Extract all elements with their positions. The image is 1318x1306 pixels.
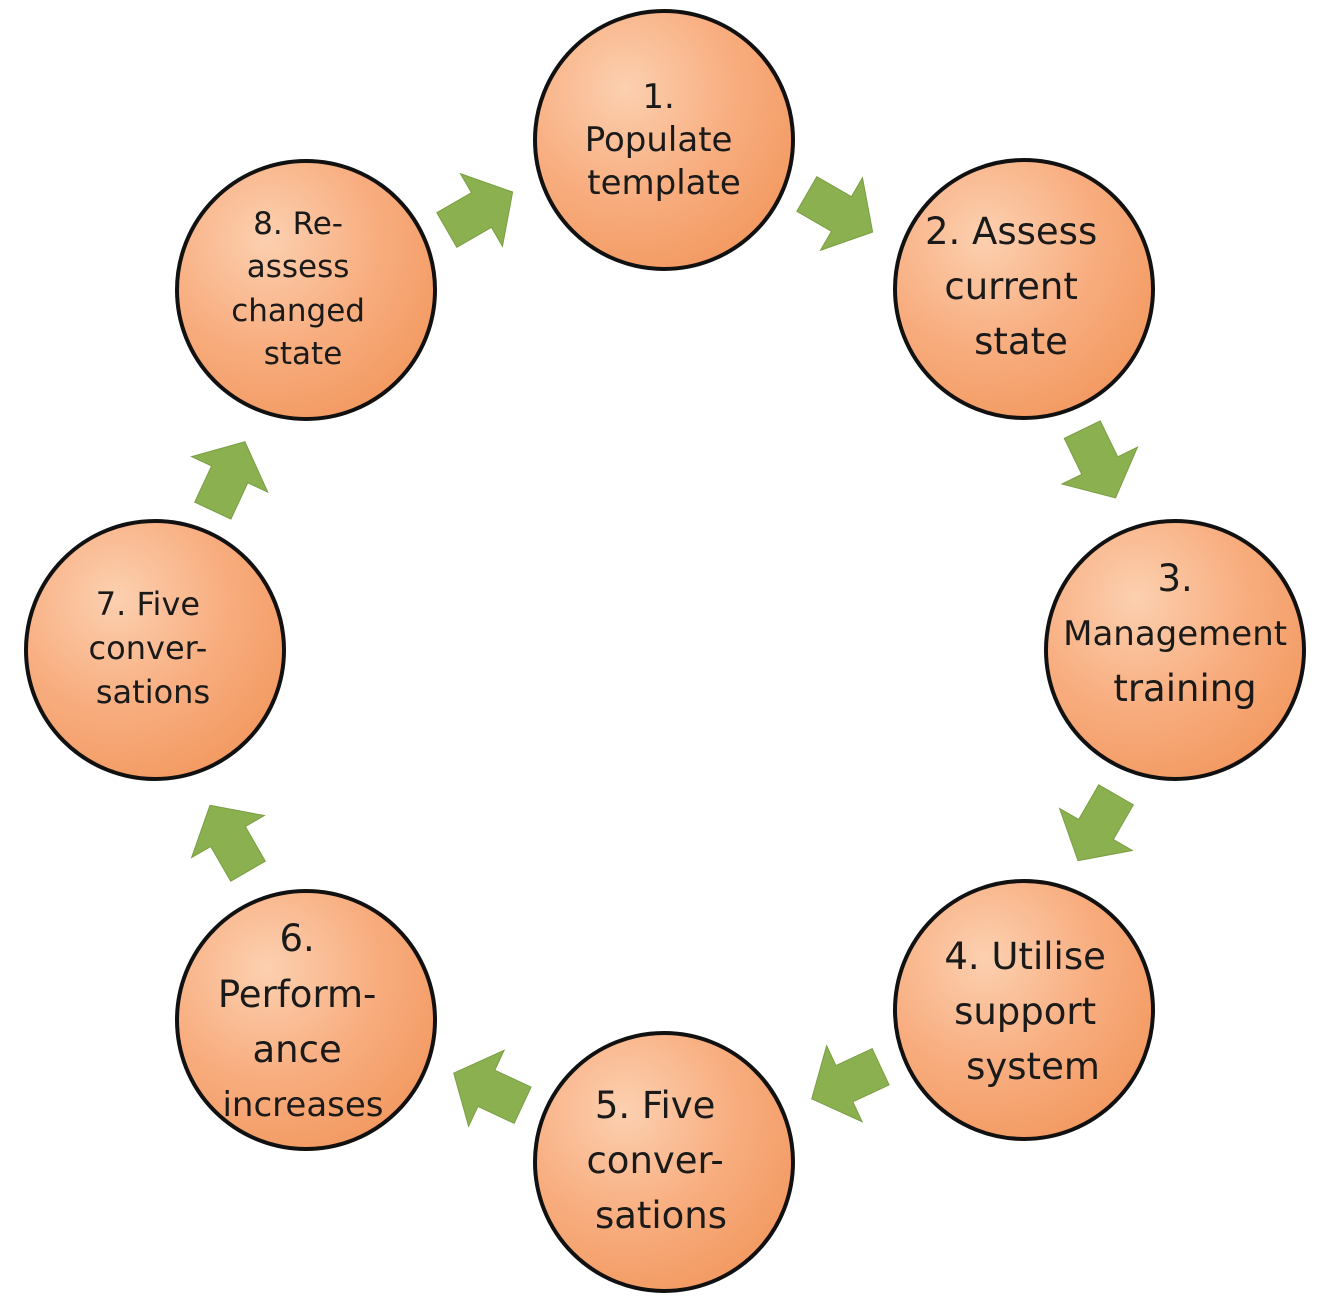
step-node-4: 4. Utilise support system	[893, 879, 1155, 1141]
step-3-line-1: 3.	[1157, 557, 1192, 600]
step-5-line-1: 5. Five	[595, 1084, 716, 1127]
step-2-line-1: 2. Assess	[925, 210, 1097, 253]
step-8-line-4: state	[264, 336, 343, 372]
step-1-line-2: Populate	[585, 120, 733, 160]
step-2-label: 2. Assess current state	[925, 210, 1109, 363]
step-8-circle	[175, 159, 437, 421]
step-7-label: 7. Five conver- sations	[89, 585, 218, 711]
arrow-step-5-to-6	[453, 1049, 532, 1128]
step-4-line-3: system	[966, 1045, 1100, 1088]
step-3-line-3: training	[1113, 667, 1256, 710]
step-8-line-3: changed	[231, 293, 365, 329]
step-node-2: 2. Assess current state	[893, 158, 1155, 420]
step-7-line-1: 7. Five	[96, 585, 200, 623]
step-6-line-4: increases	[222, 1085, 383, 1125]
step-6-circle	[175, 889, 437, 1151]
step-node-5: 5. Five conver- sations	[533, 1031, 795, 1293]
step-2-line-3: state	[974, 320, 1068, 363]
step-2-line-2: current	[944, 265, 1077, 308]
step-3-circle	[1044, 519, 1306, 781]
step-7-circle	[24, 519, 286, 781]
arrow-step-8-to-1	[436, 172, 514, 249]
step-node-8: 8. Re- assess changed state	[175, 159, 437, 421]
step-node-6: 6. Perform- ance increases	[175, 889, 437, 1151]
step-2-circle	[893, 158, 1155, 420]
arrows-layer	[190, 172, 1139, 1128]
step-8-label: 8. Re- assess changed state	[231, 206, 375, 372]
step-5-line-2: conver-	[586, 1139, 723, 1182]
step-node-1: 1. Populate template	[533, 9, 795, 271]
arrow-step-1-to-2	[796, 175, 874, 252]
step-1-line-3: template	[587, 163, 740, 203]
step-3-line-2: Management	[1063, 614, 1287, 654]
step-7-line-2: conver-	[89, 629, 208, 667]
step-6-label: 6. Perform- ance increases	[218, 917, 388, 1125]
step-4-circle	[893, 879, 1155, 1141]
step-4-label: 4. Utilise support system	[944, 935, 1117, 1088]
step-4-line-1: 4. Utilise	[944, 935, 1106, 978]
arrow-step-7-to-8	[190, 441, 269, 520]
step-3-label: 3. Management training	[1063, 557, 1299, 710]
step-5-label: 5. Five conver- sations	[586, 1084, 735, 1237]
step-7-line-3: sations	[96, 673, 210, 711]
step-5-circle	[533, 1031, 795, 1293]
step-6-line-3: ance	[253, 1028, 342, 1071]
arrow-step-4-to-5	[811, 1044, 890, 1123]
step-1-line-1: 1.	[642, 77, 674, 117]
step-1-label: 1. Populate template	[585, 77, 744, 203]
step-node-3: 3. Management training	[1044, 519, 1306, 781]
step-1-circle	[533, 9, 795, 271]
arrow-step-2-to-3	[1060, 420, 1139, 499]
arrow-step-6-to-7	[190, 804, 267, 882]
step-6-line-2: Perform-	[218, 973, 377, 1016]
step-node-7: 7. Five conver- sations	[24, 519, 286, 781]
step-4-line-2: support	[954, 990, 1096, 1033]
arrow-step-3-to-4	[1058, 784, 1135, 862]
step-8-line-2: assess	[247, 249, 350, 285]
step-5-line-3: sations	[595, 1194, 727, 1237]
step-8-line-1: 8. Re-	[253, 206, 343, 242]
step-6-line-1: 6.	[279, 917, 314, 960]
